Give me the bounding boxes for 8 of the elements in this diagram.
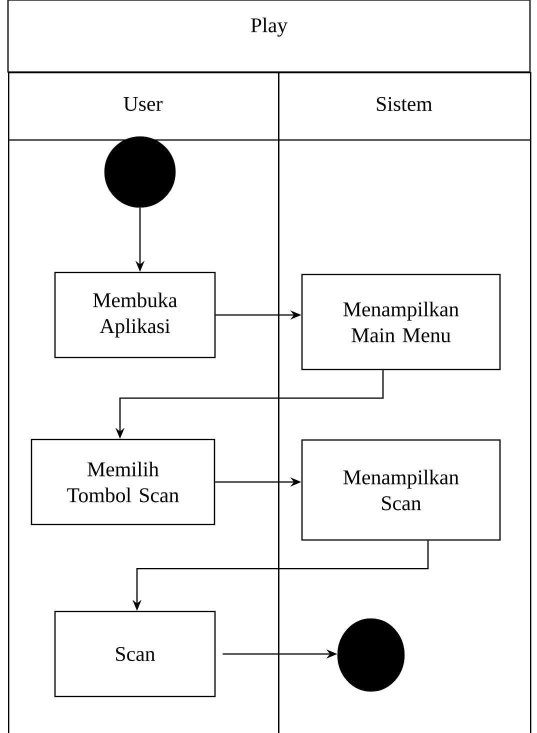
action-box: Membuka Aplikasi [54,272,216,358]
final-node [337,618,405,692]
action-box: Memilih Tombol Scan [30,438,216,526]
title-cell: Play [7,0,531,73]
initial-node [104,136,176,208]
action-box: Menampilkan Scan [301,439,501,541]
action-box: Menampilkan Main Menu [301,274,501,370]
action-box: Scan [54,610,216,698]
